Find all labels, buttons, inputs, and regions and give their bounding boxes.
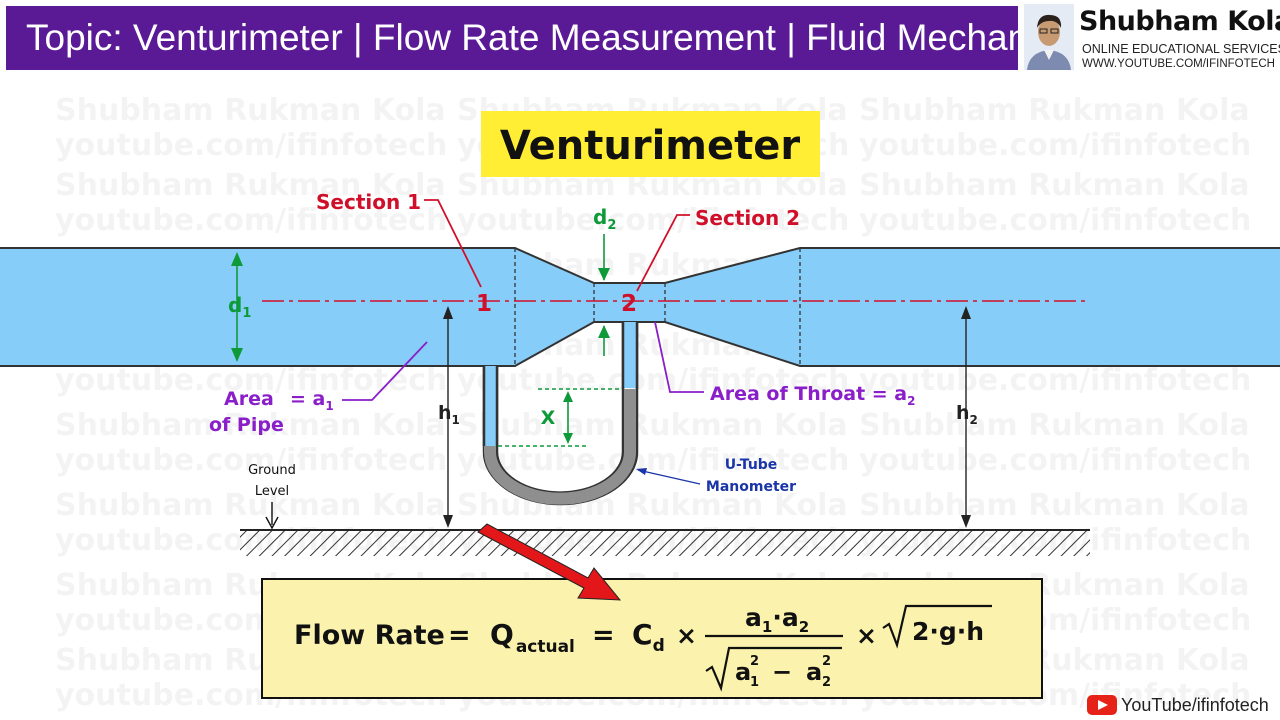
formula-den-a1-sup: 2 xyxy=(750,654,759,669)
watermark-tile: Shubham Rukman Kola youtube.com/ifinfote… xyxy=(55,408,447,478)
denominator-root xyxy=(705,646,842,692)
formula-eq1: = xyxy=(448,620,471,651)
manometer-limb-liquid xyxy=(623,322,637,388)
formula-den-a2-sub: 2 xyxy=(822,675,831,690)
section2-label: Section 2 xyxy=(695,206,800,230)
avatar xyxy=(1024,4,1074,70)
section1-mark: 1 xyxy=(476,291,492,317)
title-box xyxy=(481,111,820,177)
section2-mark: 2 xyxy=(621,291,637,317)
formula-den-a1-sub: 1 xyxy=(750,675,759,690)
watermark-tile: Shubham Rukman Kola youtube.com/ifinfote… xyxy=(859,168,1251,238)
watermark-tile: Shubham Rukman Kola youtube.com/ifinfote… xyxy=(55,93,447,163)
formula-times2: × xyxy=(856,621,877,650)
watermark-line1: Shubham Rukman Kola xyxy=(55,168,446,203)
watermark-tile: Shubham Rukman Kola youtube.com/ifinfote… xyxy=(859,93,1251,163)
youtube-handle: YouTube/ifinfotech xyxy=(1121,695,1269,715)
watermark-line1: Shubham Rukman Kola xyxy=(55,93,446,128)
manometer-inner xyxy=(495,322,625,494)
watermark-line2: youtube.com/ifinfotech xyxy=(55,128,447,163)
manometer-label-1: U-Tube xyxy=(725,457,778,473)
watermark-line2: youtube.com/ifinfotech xyxy=(457,203,849,238)
venturi-pipe xyxy=(0,248,1280,366)
formula-den-minus: − xyxy=(772,658,792,686)
ground-hatch xyxy=(240,530,1090,556)
area-pipe-leader xyxy=(342,341,428,401)
radical-sign xyxy=(882,604,992,649)
watermark-line2: youtube.com/ifinfotech xyxy=(859,363,1251,398)
formula-box xyxy=(261,578,1043,699)
brand-tagline: ONLINE EDUCATIONAL SERVICES xyxy=(1082,42,1280,56)
area-throat-leader xyxy=(654,321,704,393)
ground-label-1: Ground xyxy=(248,463,296,478)
h2-label: h2 xyxy=(956,402,978,427)
area-pipe-label-1: Area xyxy=(224,388,274,410)
pipe-top-wall xyxy=(0,247,1280,284)
watermark-line1: Shubham Rukman Kola xyxy=(859,168,1250,203)
watermark-line2: youtube.com/ifinfotech xyxy=(457,443,849,478)
formula-radicand: 2·g·h xyxy=(912,617,984,646)
formula-eq2: = xyxy=(592,620,615,651)
watermark-line1: Shubham Rukman Kola xyxy=(457,408,848,443)
brand-name: Shubham Kola xyxy=(1079,6,1280,37)
watermark-line1: Shubham Rukman Kola xyxy=(859,93,1250,128)
brand-url: WWW.YOUTUBE.COM/IFINFOTECH xyxy=(1082,58,1275,70)
formula-den-a2: a xyxy=(806,658,822,686)
section2-leader xyxy=(636,214,690,292)
watermark-line1: Shubham Rukman Kola xyxy=(55,488,446,523)
watermark-line2: youtube.com/ifinfotech xyxy=(55,443,447,478)
youtube-icon xyxy=(1087,695,1117,715)
section1-leader xyxy=(424,199,482,288)
brand-block: Shubham Kola ONLINE EDUCATIONAL SERVICES… xyxy=(1024,4,1280,72)
formula-times1: × xyxy=(676,621,697,650)
ground-label-2: Level xyxy=(255,484,289,499)
manometer-leader xyxy=(637,469,701,485)
watermark-line2: youtube.com/ifinfotech xyxy=(859,443,1251,478)
section1-label: Section 1 xyxy=(316,190,421,214)
formula-cd: Cd xyxy=(632,618,665,656)
pointer-arrow-icon xyxy=(477,523,622,601)
formula-den-a2-sup: 2 xyxy=(822,654,831,669)
watermark-tile: Shubham Rukman Kola youtube.com/ifinfote… xyxy=(457,408,849,478)
manometer-left-liquid xyxy=(484,366,497,446)
formula-numerator: a1·a2 xyxy=(745,603,809,636)
manometer-label-2: Manometer xyxy=(706,479,796,495)
watermark-line2: youtube.com/ifinfotech xyxy=(859,128,1251,163)
watermark-line2: youtube.com/ifinfotech xyxy=(457,363,849,398)
area-pipe-label-2: of Pipe xyxy=(209,414,284,436)
manometer-fluid xyxy=(484,389,636,505)
formula-den-a1: a xyxy=(735,658,751,686)
area-throat-label: Area of Throat = a2 xyxy=(710,383,915,408)
header-bar: Topic: Venturimeter | Flow Rate Measurem… xyxy=(6,6,1073,70)
x-label: X xyxy=(541,407,556,429)
watermark-line2: youtube.com/ifinfotech xyxy=(859,203,1251,238)
d2-label: d2 xyxy=(593,205,616,233)
watermark-tile: Shubham Rukman Kola youtube.com/ifinfote… xyxy=(55,168,447,238)
watermark-line2: youtube.com/ifinfotech xyxy=(55,203,447,238)
watermark-tile: Shubham Rukman Kola youtube.com/ifinfote… xyxy=(859,408,1251,478)
watermark-line1: Shubham Rukman Kola xyxy=(859,408,1250,443)
watermark-line1: Shubham Rukman Kola xyxy=(859,488,1250,523)
d1-label: d1 xyxy=(228,293,251,321)
topic-title: Topic: Venturimeter | Flow Rate Measurem… xyxy=(26,17,1074,58)
h1-label: h1 xyxy=(438,402,460,427)
formula-lhs: Flow Rate xyxy=(294,620,445,651)
watermark-line1: Shubham Rukman Kola xyxy=(55,408,446,443)
diagram-title: Venturimeter xyxy=(500,123,800,169)
area-pipe-equation: = a1 xyxy=(290,388,334,413)
watermark-line2: youtube.com/ifinfotech xyxy=(55,363,447,398)
